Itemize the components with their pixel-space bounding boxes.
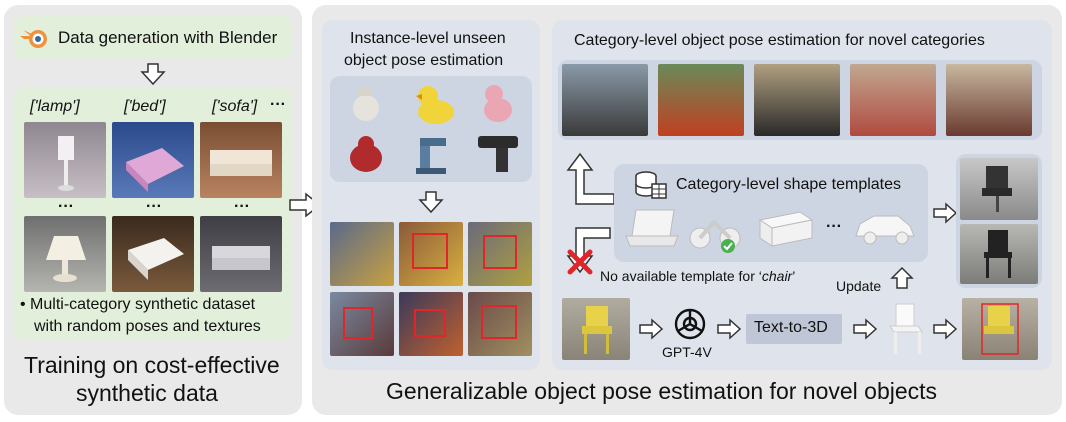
no-template-text: No available template for ‘chair’ — [600, 268, 795, 284]
blender-box — [14, 16, 292, 60]
red-figure-icon — [344, 132, 388, 181]
bullet-line-1: • Multi-category synthetic dataset — [20, 296, 256, 313]
pose-result-image-4 — [330, 292, 394, 356]
pose-result-image-2 — [399, 222, 463, 286]
left-footer-line-2: synthetic data — [76, 380, 218, 406]
chair-3d-model-icon — [882, 300, 926, 363]
pose-result-image-6 — [468, 292, 532, 356]
database-icon — [634, 170, 668, 205]
instance-title-line-1: Instance-level unseen — [350, 30, 506, 47]
right-arrow-icon-6 — [932, 318, 958, 345]
text-to-3d-label: Text-to-3D — [754, 319, 828, 336]
no-template-word: chair — [761, 268, 793, 284]
no-template-suffix: ’ — [792, 268, 796, 284]
drill-icon — [474, 130, 524, 181]
motorbike-template-icon — [688, 206, 744, 259]
category-title: Category-level object pose estimation fo… — [574, 32, 985, 49]
chair-image-1 — [960, 158, 1038, 220]
sofa-render-image-2 — [200, 216, 282, 292]
duck-icon — [412, 82, 458, 131]
category-sofa: ['sofa'] — [212, 98, 258, 115]
ellipsis-3: ··· — [234, 198, 250, 215]
right-arrow-icon-4 — [716, 318, 742, 345]
gpt-label: GPT-4V — [662, 344, 712, 360]
category-lamp: ['lamp'] — [30, 98, 80, 115]
pose-result-image-1 — [330, 222, 394, 286]
motorbike-image-2 — [658, 64, 744, 136]
red-cross-icon — [566, 248, 594, 281]
chair-image-2 — [960, 224, 1038, 284]
up-turn-arrow-icon — [564, 150, 616, 211]
template-ellipsis: ··· — [826, 218, 842, 235]
blender-icon — [18, 24, 50, 52]
chair-output-image — [962, 298, 1038, 360]
ellipsis-1: ··· — [58, 198, 74, 215]
lamp-render-image — [24, 122, 106, 198]
motorbike-image-5 — [946, 64, 1032, 136]
right-arrow-icon-5 — [852, 318, 878, 345]
chair-input-image — [562, 298, 630, 360]
motorbike-image-1 — [562, 64, 648, 136]
update-label: Update — [836, 278, 882, 294]
left-footer-line-1: Training on cost-effective — [24, 352, 280, 378]
right-arrow-icon-2 — [932, 202, 958, 229]
ellipsis-2: ··· — [146, 198, 162, 215]
no-template-prefix: No available template for ‘ — [600, 268, 762, 284]
main-footer: Generalizable object pose estimation for… — [386, 378, 938, 404]
bullet-line-2: with random poses and textures — [34, 318, 261, 335]
car-template-icon — [852, 208, 918, 253]
motorbike-image-4 — [850, 64, 936, 136]
category-more: ··· — [270, 96, 286, 113]
up-arrow-icon — [890, 266, 914, 295]
laptop-template-icon — [624, 206, 682, 255]
down-arrow-icon-2 — [418, 190, 444, 219]
bed-render-image-2 — [112, 216, 194, 292]
text-to-3d-box — [746, 314, 842, 344]
templates-title: Category-level shape templates — [676, 176, 902, 193]
openai-logo-icon — [670, 304, 710, 349]
toy-pig-icon — [476, 82, 520, 131]
box-template-icon — [756, 208, 816, 255]
pose-result-image-5 — [399, 292, 463, 356]
watering-can-icon — [344, 82, 388, 131]
category-bed: ['bed'] — [124, 98, 166, 115]
lamp-render-image-2 — [24, 216, 106, 292]
motorbike-image-3 — [754, 64, 840, 136]
clamp-tool-icon — [410, 130, 454, 183]
sofa-render-image — [200, 122, 282, 198]
down-arrow-icon — [140, 62, 166, 91]
blender-label: Data generation with Blender — [58, 28, 278, 47]
right-arrow-icon-3 — [638, 318, 664, 345]
pose-result-image-3 — [468, 222, 532, 286]
bed-render-image — [112, 122, 194, 198]
instance-title-line-2: object pose estimation — [344, 52, 504, 69]
